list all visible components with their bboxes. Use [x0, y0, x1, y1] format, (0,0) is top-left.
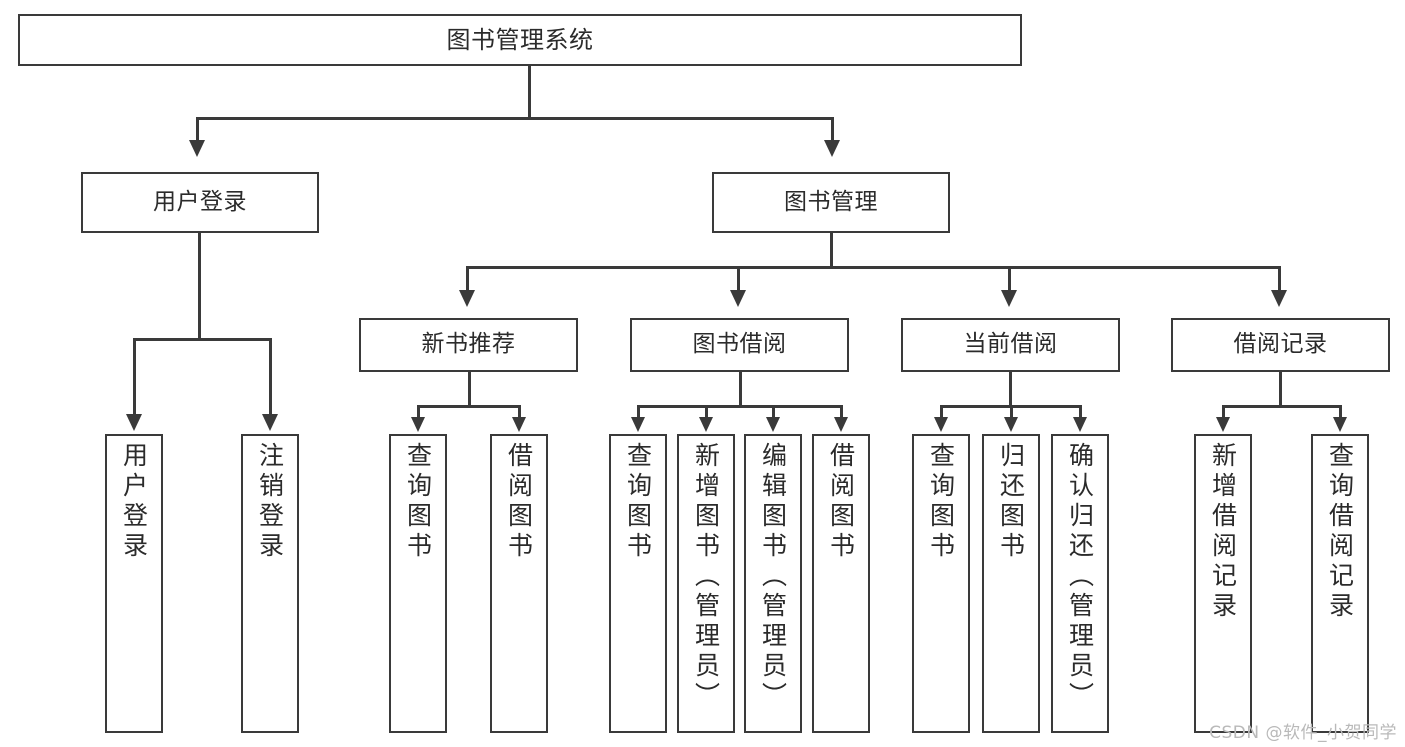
node-label: 新书推荐 — [421, 331, 516, 358]
arrow-book-borrow-to-leaf-1 — [631, 417, 645, 432]
node-borrow-record[interactable]: 借阅记录 — [1171, 318, 1390, 372]
node-label: 新增图书（管理员） — [691, 442, 721, 712]
leaf-current-borrow-confirm-return-admin[interactable]: 确认归还（管理员） — [1051, 434, 1109, 733]
connector-user-login-drop-2 — [269, 338, 272, 416]
connector-new-book-recommend-bus — [417, 405, 521, 408]
node-label: 新增借阅记录 — [1208, 442, 1238, 622]
arrow-book-management-to-borrow-record — [1271, 290, 1287, 307]
node-label: 用户登录 — [153, 188, 247, 215]
arrow-book-management-to-new-book-recommend — [459, 290, 475, 307]
connector-book-borrow-stem — [739, 372, 742, 407]
connector-borrow-record-stem — [1279, 372, 1282, 407]
connector-book-borrow-drop-4 — [840, 405, 843, 419]
arrow-current-borrow-to-leaf-3 — [1073, 417, 1087, 432]
leaf-current-borrow-query-book[interactable]: 查询图书 — [912, 434, 970, 733]
node-label: 注销登录 — [255, 442, 285, 562]
connector-new-book-recommend-drop-1 — [417, 405, 420, 419]
leaf-user-login-logout[interactable]: 注销登录 — [241, 434, 299, 733]
connector-book-management-drop-4 — [1278, 266, 1281, 292]
arrow-root-to-book-management — [824, 140, 840, 157]
connector-root-stem — [528, 66, 531, 119]
connector-user-login-stem — [198, 233, 201, 340]
connector-book-management-bus — [466, 266, 1278, 269]
arrow-user-login-to-leaf-2 — [262, 414, 278, 431]
connector-book-management-drop-1 — [466, 266, 469, 292]
node-current-borrow[interactable]: 当前借阅 — [901, 318, 1120, 372]
connector-current-borrow-drop-3 — [1079, 405, 1082, 419]
node-label: 当前借阅 — [963, 331, 1058, 358]
node-book-borrow[interactable]: 图书借阅 — [630, 318, 849, 372]
node-label: 查询图书 — [623, 442, 653, 562]
connector-book-borrow-drop-3 — [772, 405, 775, 419]
arrow-book-borrow-to-leaf-2 — [699, 417, 713, 432]
node-user-login[interactable]: 用户登录 — [81, 172, 319, 233]
node-label: 用户登录 — [119, 442, 149, 562]
connector-book-borrow-bus — [637, 405, 842, 408]
connector-book-borrow-drop-1 — [637, 405, 640, 419]
leaf-current-borrow-return-book[interactable]: 归还图书 — [982, 434, 1040, 733]
arrow-borrow-record-to-leaf-1 — [1216, 417, 1230, 432]
arrow-book-management-to-current-borrow — [1001, 290, 1017, 307]
node-label: 图书管理系统 — [446, 25, 594, 54]
arrow-new-book-recommend-to-leaf-2 — [512, 417, 526, 432]
connector-current-borrow-drop-2 — [1010, 405, 1013, 419]
watermark-text: CSDN @软件_小贺同学 — [1209, 723, 1397, 743]
connector-current-borrow-stem — [1009, 372, 1012, 407]
connector-book-management-drop-3 — [1008, 266, 1011, 292]
node-root-book-management-system[interactable]: 图书管理系统 — [18, 14, 1022, 66]
connector-borrow-record-drop-2 — [1339, 405, 1342, 419]
connector-user-login-drop-1 — [133, 338, 136, 416]
leaf-book-borrow-edit-book-admin[interactable]: 编辑图书（管理员） — [744, 434, 802, 733]
node-label: 图书管理 — [784, 188, 878, 215]
connector-new-book-recommend-drop-2 — [518, 405, 521, 419]
arrow-current-borrow-to-leaf-2 — [1004, 417, 1018, 432]
node-new-book-recommend[interactable]: 新书推荐 — [359, 318, 578, 372]
node-label: 借阅记录 — [1233, 331, 1328, 358]
leaf-new-book-recommend-query-book[interactable]: 查询图书 — [389, 434, 447, 733]
node-label: 借阅图书 — [826, 442, 856, 562]
connector-root-bus — [196, 117, 833, 120]
node-label: 借阅图书 — [504, 442, 534, 562]
connector-book-management-stem — [830, 233, 833, 268]
node-label: 图书借阅 — [692, 331, 787, 358]
connector-borrow-record-bus — [1222, 405, 1341, 408]
connector-user-login-bus — [133, 338, 271, 341]
connector-book-management-drop-2 — [737, 266, 740, 292]
node-label: 查询借阅记录 — [1325, 442, 1355, 622]
arrow-book-management-to-book-borrow — [730, 290, 746, 307]
leaf-new-book-recommend-borrow-book[interactable]: 借阅图书 — [490, 434, 548, 733]
connector-new-book-recommend-stem — [468, 372, 471, 407]
connector-book-borrow-drop-2 — [705, 405, 708, 419]
arrow-borrow-record-to-leaf-2 — [1333, 417, 1347, 432]
leaf-user-login-login[interactable]: 用户登录 — [105, 434, 163, 733]
connector-current-borrow-drop-1 — [940, 405, 943, 419]
node-label: 编辑图书（管理员） — [758, 442, 788, 712]
leaf-book-borrow-query-book[interactable]: 查询图书 — [609, 434, 667, 733]
connector-root-drop-book-management — [831, 117, 834, 142]
arrow-book-borrow-to-leaf-3 — [766, 417, 780, 432]
arrow-book-borrow-to-leaf-4 — [834, 417, 848, 432]
node-label: 查询图书 — [926, 442, 956, 562]
arrow-new-book-recommend-to-leaf-1 — [411, 417, 425, 432]
node-label: 归还图书 — [996, 442, 1026, 562]
node-label: 确认归还（管理员） — [1065, 442, 1095, 712]
arrow-user-login-to-leaf-1 — [126, 414, 142, 431]
arrow-current-borrow-to-leaf-1 — [934, 417, 948, 432]
connector-root-drop-user-login — [196, 117, 199, 142]
node-label: 查询图书 — [403, 442, 433, 562]
connector-borrow-record-drop-1 — [1222, 405, 1225, 419]
leaf-borrow-record-query-record[interactable]: 查询借阅记录 — [1311, 434, 1369, 733]
arrow-root-to-user-login — [189, 140, 205, 157]
leaf-book-borrow-borrow-book[interactable]: 借阅图书 — [812, 434, 870, 733]
leaf-book-borrow-add-book-admin[interactable]: 新增图书（管理员） — [677, 434, 735, 733]
node-book-management[interactable]: 图书管理 — [712, 172, 950, 233]
leaf-borrow-record-add-record[interactable]: 新增借阅记录 — [1194, 434, 1252, 733]
